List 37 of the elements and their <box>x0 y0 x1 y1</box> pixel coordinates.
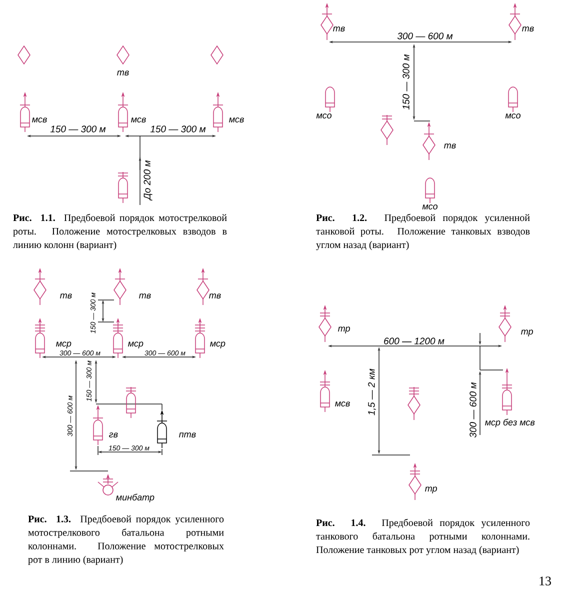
unit-label: мср <box>56 342 72 348</box>
dimension-label: 150 — 300 м <box>402 54 410 110</box>
unit-label: птв <box>179 432 196 438</box>
figure-caption: Рис. 1.2. Предбоевой порядок усиленной танковой роты. Положение танковых взводов углом назад (вариант) <box>316 214 530 250</box>
unit-label: мсо <box>505 114 521 118</box>
unit-label: тв <box>209 294 221 298</box>
figure-caption: Рис. 1.3. Предбоевой порядок усиленного мотострелкового батальона ротными колоннами. Положение мотострелковых рот в линию (вариант) <box>28 515 224 565</box>
unit-label: тв <box>117 70 129 76</box>
figure-caption: Рис. 1.4. Предбоевой порядок усиленного танкового батальона ротными колоннами. Положение танковых рот углом назад (вариант) <box>316 518 530 556</box>
unit-label: мсо <box>422 204 438 210</box>
unit-label: тр <box>338 326 350 334</box>
dimension-label: 300 — 600 м <box>397 32 453 40</box>
unit-label: мсо <box>316 114 332 118</box>
unit-label: тв <box>444 144 456 148</box>
unit-label: мср без мсв <box>485 418 535 428</box>
unit-label: минбатр <box>116 494 154 502</box>
unit-label: тв <box>522 26 534 32</box>
unit-label: мсв <box>32 118 47 122</box>
dimension-label: 300 — 600 м <box>470 382 476 438</box>
unit-label: мсв <box>131 118 146 122</box>
unit-label: мср <box>210 342 226 348</box>
page-number: 13 <box>540 576 551 586</box>
unit-label: тр <box>521 330 533 336</box>
unit-label: тр <box>425 486 437 494</box>
dimension-label: До 200 м <box>144 160 152 201</box>
dimension-label: 1,5 — 2 км <box>368 368 376 416</box>
unit-label: тв <box>60 294 72 298</box>
dimension-label: 600 — 1200 м <box>384 338 444 344</box>
unit-label: мсв <box>335 402 350 406</box>
unit-label: тв <box>139 294 151 298</box>
unit-label: мср <box>128 342 144 348</box>
unit-label: гв <box>109 432 118 438</box>
dimension-label: 150 — 300 м <box>50 126 106 132</box>
dimension-label: 150 — 300 м <box>150 126 206 132</box>
figure-caption: Рис. 1.1. Предбоевой порядок мотострелковой роты. Положение мотострелковых взводов в линию колонн (вариант) <box>13 214 227 250</box>
unit-label: мсв <box>229 118 244 122</box>
unit-label: тв <box>333 26 345 32</box>
